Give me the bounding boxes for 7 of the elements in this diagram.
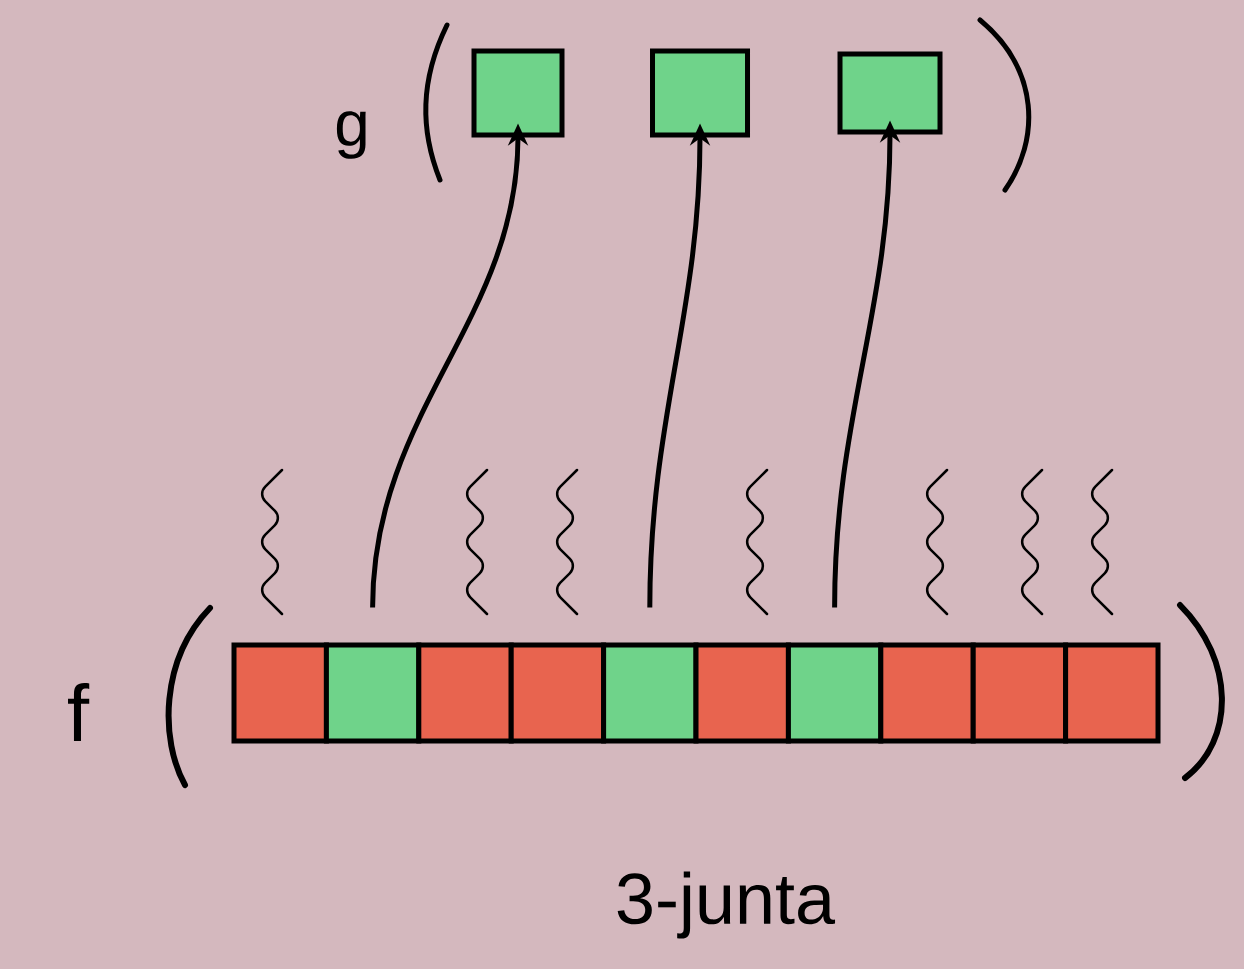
square-box [837,51,943,135]
label: f [68,683,90,741]
label: g [336,111,366,159]
square-box [650,48,750,138]
label: 3-junta [617,871,836,939]
square-box [471,48,565,138]
bar-cell [1063,642,1161,744]
